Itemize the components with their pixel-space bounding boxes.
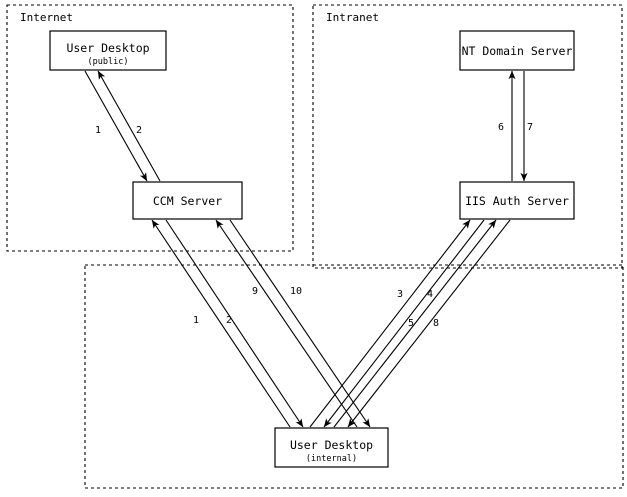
edge-flow-2-public [97, 70, 161, 182]
zone-internal-network [84, 264, 624, 489]
node-nt-domain-server[interactable]: NT Domain Server [459, 30, 575, 71]
node-title-iis-auth-server: IIS Auth Server [465, 194, 569, 208]
node-title-user-desktop-public: User Desktop [66, 41, 149, 55]
flow-labels: 1 2 6 7 9 10 1 2 3 4 5 8 [95, 122, 533, 329]
flow-label-1-public: 1 [95, 125, 101, 136]
flow-label-2-internal: 2 [226, 315, 232, 326]
edge-flow-8 [347, 219, 511, 428]
edge-flow-5 [333, 219, 497, 428]
node-title-nt-domain-server: NT Domain Server [462, 44, 573, 58]
flow-label-9: 9 [252, 286, 258, 297]
flow-label-4: 4 [427, 289, 433, 300]
edge-flow-1-public [84, 70, 148, 182]
edge-flow-3 [309, 219, 471, 428]
flow-label-2-public: 2 [136, 125, 142, 136]
edge-flow-9 [215, 219, 358, 428]
edge-group-internal-iis-58 [333, 219, 511, 428]
edge-group-iis-ntdomain [508, 70, 528, 182]
flow-label-5: 5 [408, 318, 414, 329]
edge-flow-10 [229, 219, 371, 428]
node-sub-user-desktop-public: (public) [88, 57, 129, 67]
zone-label-internet: Internet [20, 11, 73, 24]
edge-group-internal-iis-34 [309, 219, 485, 428]
node-user-desktop-internal[interactable]: User Desktop (internal) [274, 427, 389, 468]
flow-label-3: 3 [397, 289, 403, 300]
zone-internet: Internet [6, 4, 294, 252]
flow-label-8: 8 [433, 318, 439, 329]
node-user-desktop-public[interactable]: User Desktop (public) [49, 30, 167, 71]
node-title-ccm-server: CCM Server [153, 194, 222, 208]
edge-group-public-ccm [84, 70, 161, 182]
zone-label-intranet: Intranet [326, 11, 379, 24]
zone-intranet: Intranet [312, 4, 623, 269]
edge-group-internal-ccm-910 [215, 219, 371, 428]
flow-label-7: 7 [527, 122, 533, 133]
flow-label-10: 10 [290, 286, 302, 297]
edge-flow-2-internal [165, 219, 304, 428]
node-iis-auth-server[interactable]: IIS Auth Server [459, 181, 575, 220]
edge-group-internal-ccm-12 [151, 219, 304, 428]
node-ccm-server[interactable]: CCM Server [132, 181, 243, 220]
node-sub-user-desktop-internal: (internal) [306, 454, 357, 464]
edge-flow-1-internal [151, 219, 291, 428]
edge-flow-4 [323, 219, 485, 428]
flow-label-1-internal: 1 [193, 315, 199, 326]
flow-label-6: 6 [498, 122, 504, 133]
node-title-user-desktop-internal: User Desktop [290, 438, 373, 452]
